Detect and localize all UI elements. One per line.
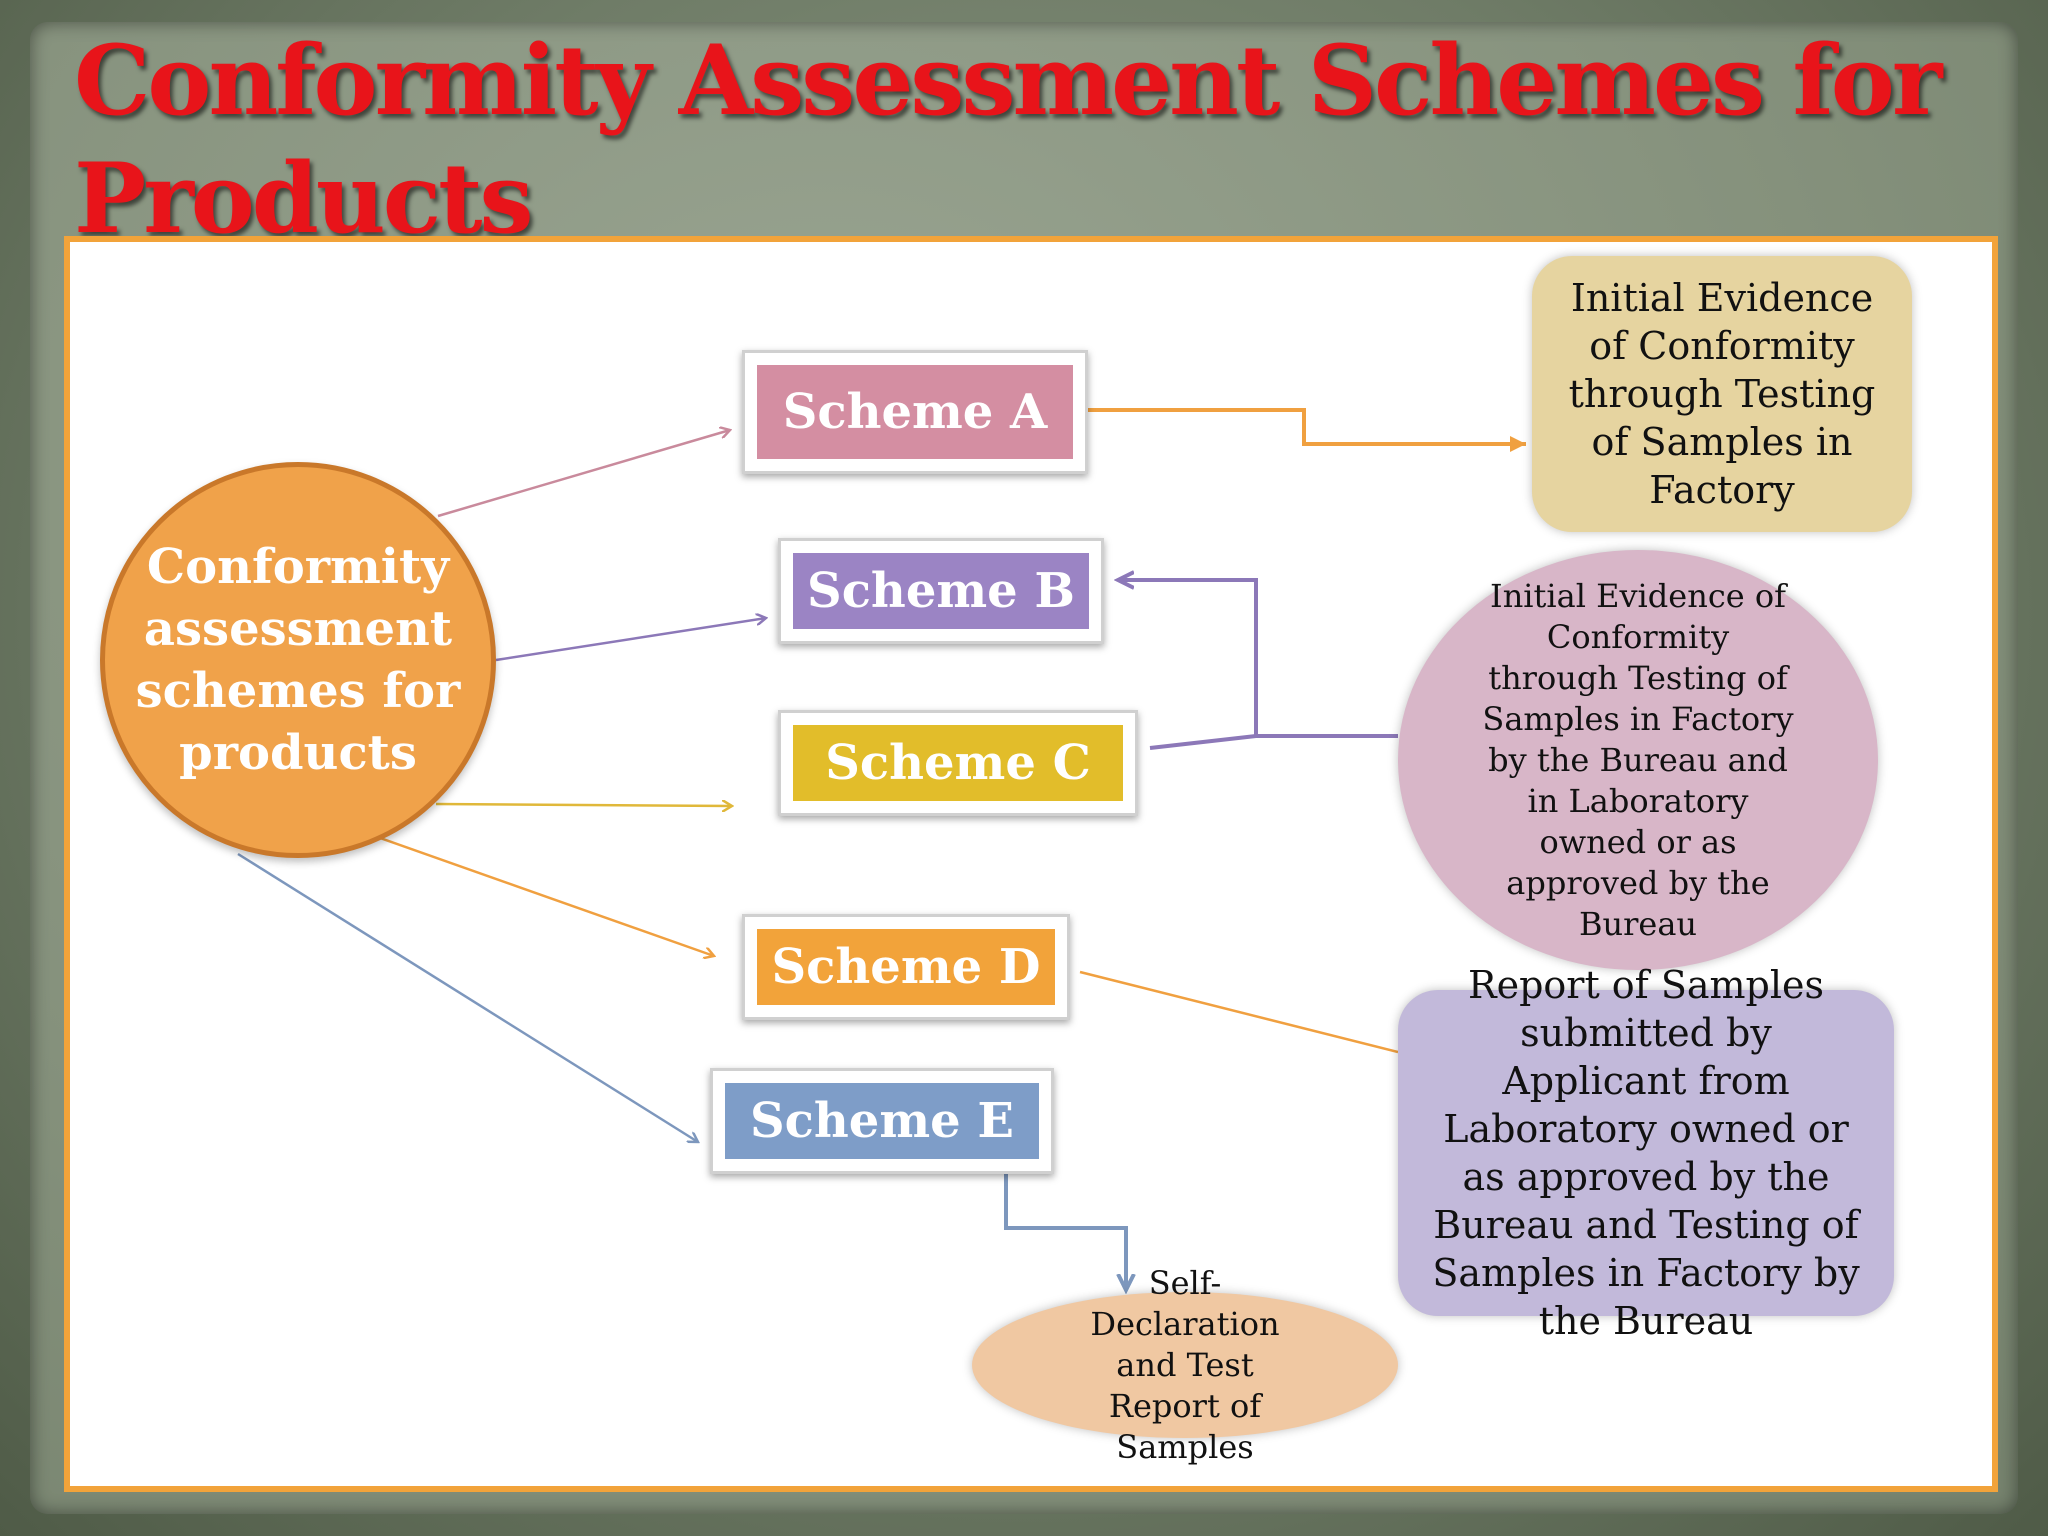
scheme-c-box: Scheme C: [778, 710, 1138, 816]
scheme-b-box: Scheme B: [778, 538, 1104, 644]
scheme-d-box: Scheme D: [742, 914, 1070, 1020]
result-scheme-b-c: Initial Evidence of Conformity through T…: [1398, 550, 1878, 970]
scheme-a-label: Scheme A: [782, 384, 1048, 440]
arrow-hub-to-scheme-c: [435, 804, 732, 806]
result-scheme-a: Initial Evidence of Conformity through T…: [1532, 256, 1912, 532]
connector-result-to-scheme-b: [1118, 580, 1398, 738]
connector-result-to-scheme-c: [1149, 734, 1257, 750]
result-scheme-d: Report of Samples submitted by Applicant…: [1398, 963, 1894, 1343]
scheme-d-fill: Scheme D: [757, 929, 1055, 1005]
scheme-e-fill: Scheme E: [725, 1083, 1039, 1159]
arrow-hub-to-scheme-a: [437, 430, 730, 518]
arrow-hub-to-scheme-e: [237, 852, 698, 1142]
result-scheme-d-text: Report of Samples submitted by Applicant…: [1432, 963, 1860, 1343]
result-scheme-e-text: Self-Declaration and Test Report of Samp…: [1090, 1263, 1280, 1466]
scheme-e-box: Scheme E: [710, 1068, 1054, 1174]
scheme-a-fill: Scheme A: [757, 365, 1073, 459]
arrow-hub-to-scheme-d: [379, 836, 714, 956]
hub-circle: Conformity assessment schemes for produc…: [100, 462, 496, 858]
connector-scheme-a-result: [1078, 408, 1526, 452]
result-scheme-b-c-text: Initial Evidence of Conformity through T…: [1482, 576, 1794, 943]
scheme-b-label: Scheme B: [807, 563, 1075, 619]
connector-scheme-d-result: [1079, 970, 1399, 1054]
scheme-c-label: Scheme C: [825, 735, 1091, 791]
connector-scheme-e-result: [1004, 1164, 1126, 1290]
scheme-b-fill: Scheme B: [793, 553, 1089, 629]
hub-label: Conformity assessment schemes for produc…: [135, 539, 461, 781]
scheme-c-fill: Scheme C: [793, 725, 1123, 801]
arrow-hub-to-scheme-b: [495, 618, 766, 662]
scheme-a-box: Scheme A: [742, 350, 1088, 474]
result-scheme-e: Self-Declaration and Test Report of Samp…: [972, 1264, 1398, 1466]
scheme-d-label: Scheme D: [771, 939, 1041, 995]
scheme-e-label: Scheme E: [750, 1093, 1014, 1149]
slide-title: Conformity Assessment Schemes for Produc…: [74, 24, 1942, 255]
result-scheme-a-text: Initial Evidence of Conformity through T…: [1568, 276, 1876, 512]
